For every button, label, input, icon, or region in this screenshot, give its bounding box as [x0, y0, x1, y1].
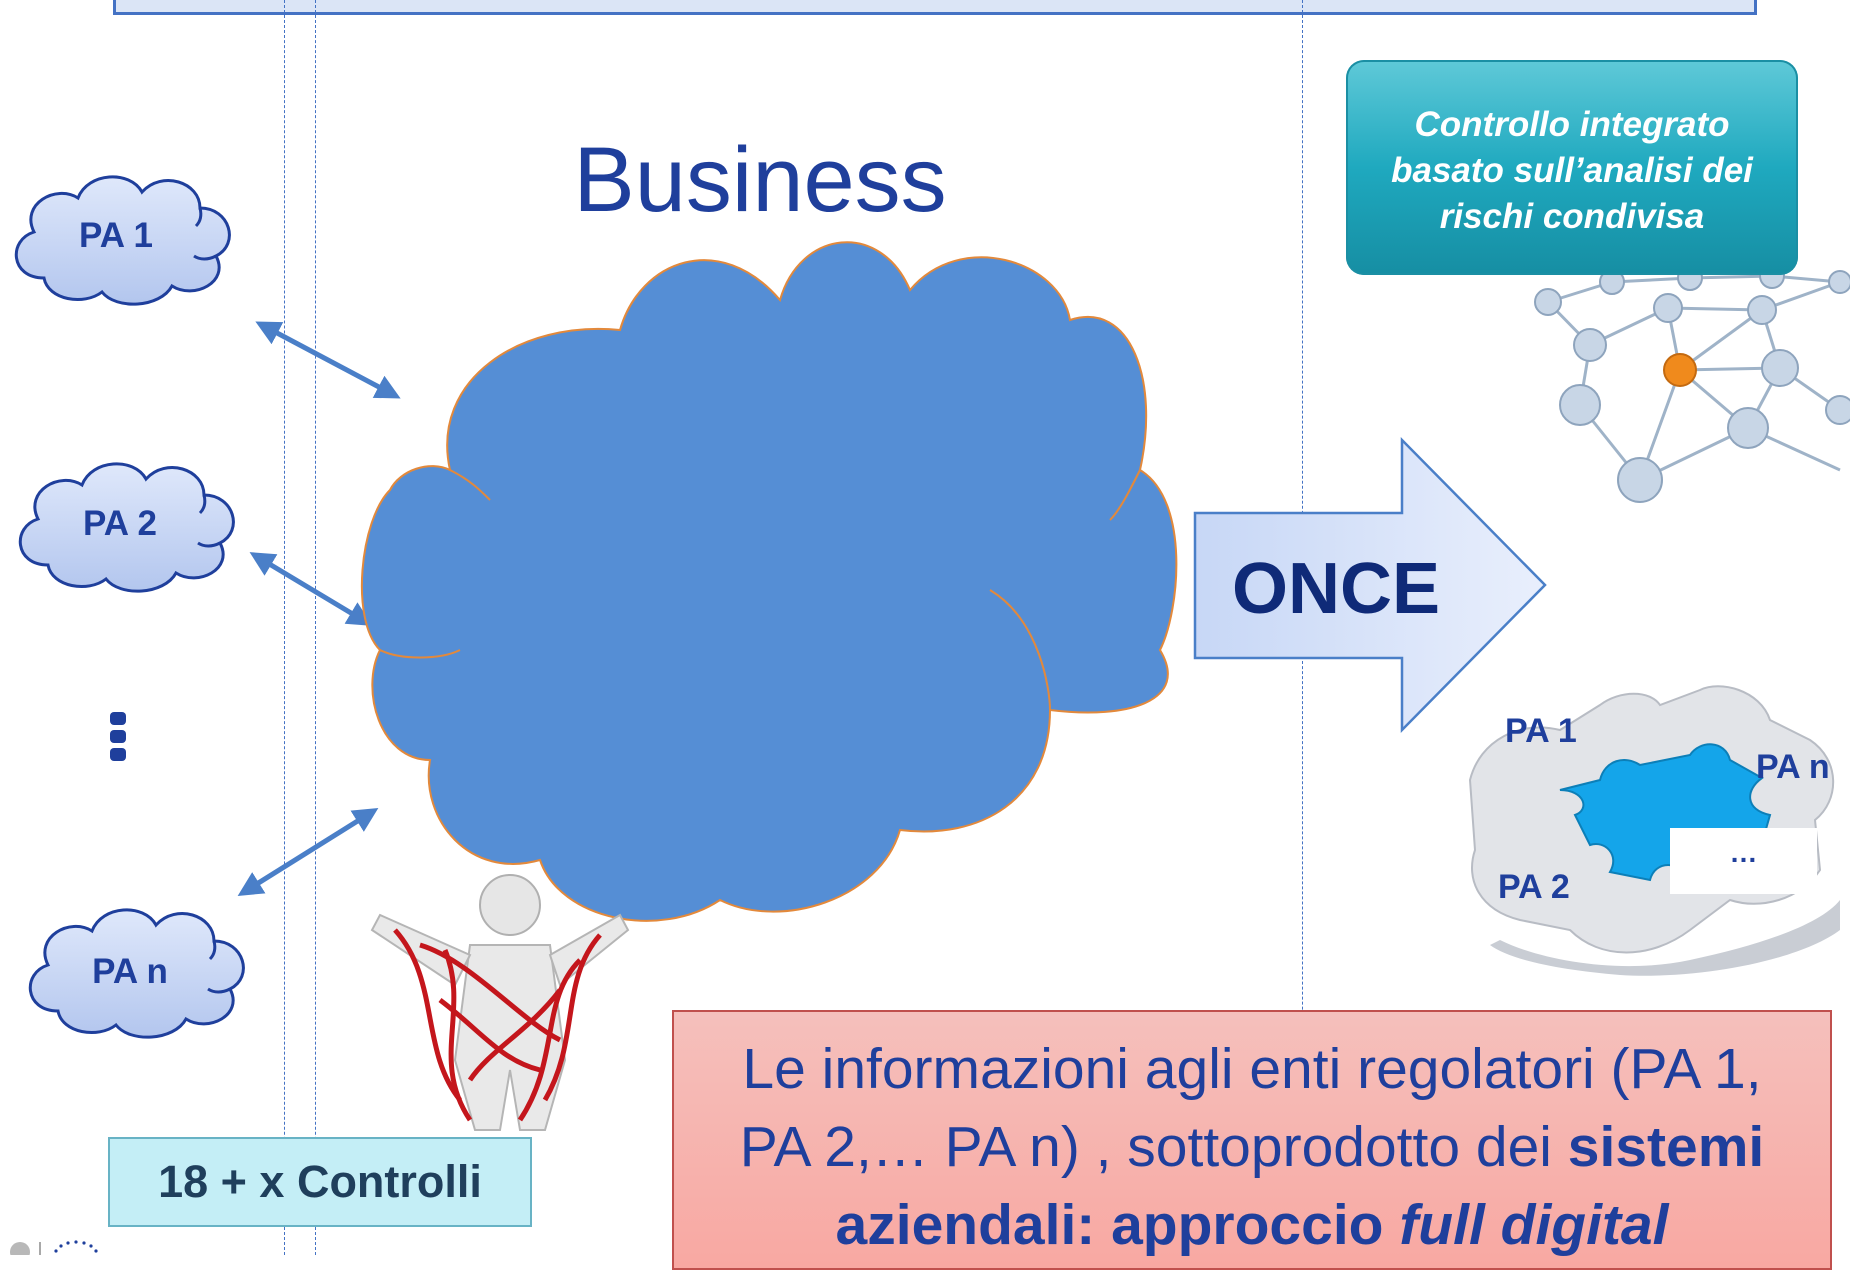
network-graph-icon [1513, 263, 1850, 503]
dashed-divider [315, 0, 316, 1255]
once-label: ONCE [1232, 549, 1441, 629]
diagram-title: Business [573, 129, 947, 231]
info-line-2-text: PA 2,… PA n) , sottoprodotto dei [739, 1115, 1568, 1179]
logo-icon [6, 1238, 126, 1262]
dashed-divider [284, 0, 285, 1255]
connector-arrow-pa1 [255, 321, 401, 399]
vertical-dots-icon [110, 712, 126, 766]
info-line-1: Le informazioni agli enti regolatori (PA… [742, 1037, 1762, 1101]
cloud-label-pan: PA n [92, 952, 168, 991]
controls-count-box: 18 + x Controlli [108, 1137, 532, 1227]
header-band [113, 0, 1757, 15]
once-arrow [1193, 436, 1547, 734]
cloud-label-pa2: PA 2 [83, 504, 157, 543]
tangled-figure-icon [370, 874, 630, 1131]
info-line-2: PA 2,… PA n) , sottoprodotto dei sistemi [674, 1108, 1830, 1186]
puzzle-label-pa1: PA 1 [1505, 712, 1577, 750]
info-line-3-bold: aziendali: approccio [835, 1193, 1400, 1257]
puzzle-label-more: … [1670, 828, 1817, 894]
info-line-2-bold: sistemi [1567, 1115, 1765, 1179]
teal-box-line: rischi condivisa [1439, 197, 1705, 236]
teal-box-line: Controllo integrato [1414, 105, 1730, 144]
info-line-3: aziendali: approccio full digital [674, 1186, 1830, 1264]
connector-arrow-pan [237, 808, 379, 896]
business-cloud [360, 241, 1178, 922]
integrated-control-box: Controllo integrato basato sull’analisi … [1346, 60, 1798, 275]
info-line-3-italic: full digital [1399, 1193, 1669, 1257]
puzzle-label-pan: PA n [1756, 748, 1830, 786]
teal-box-line: basato sull’analisi dei [1391, 151, 1753, 190]
connector-arrow-pa2 [249, 552, 373, 626]
puzzle-label-pa2: PA 2 [1498, 868, 1570, 906]
info-box: Le informazioni agli enti regolatori (PA… [672, 1010, 1832, 1270]
cloud-label-pa1: PA 1 [79, 216, 153, 255]
